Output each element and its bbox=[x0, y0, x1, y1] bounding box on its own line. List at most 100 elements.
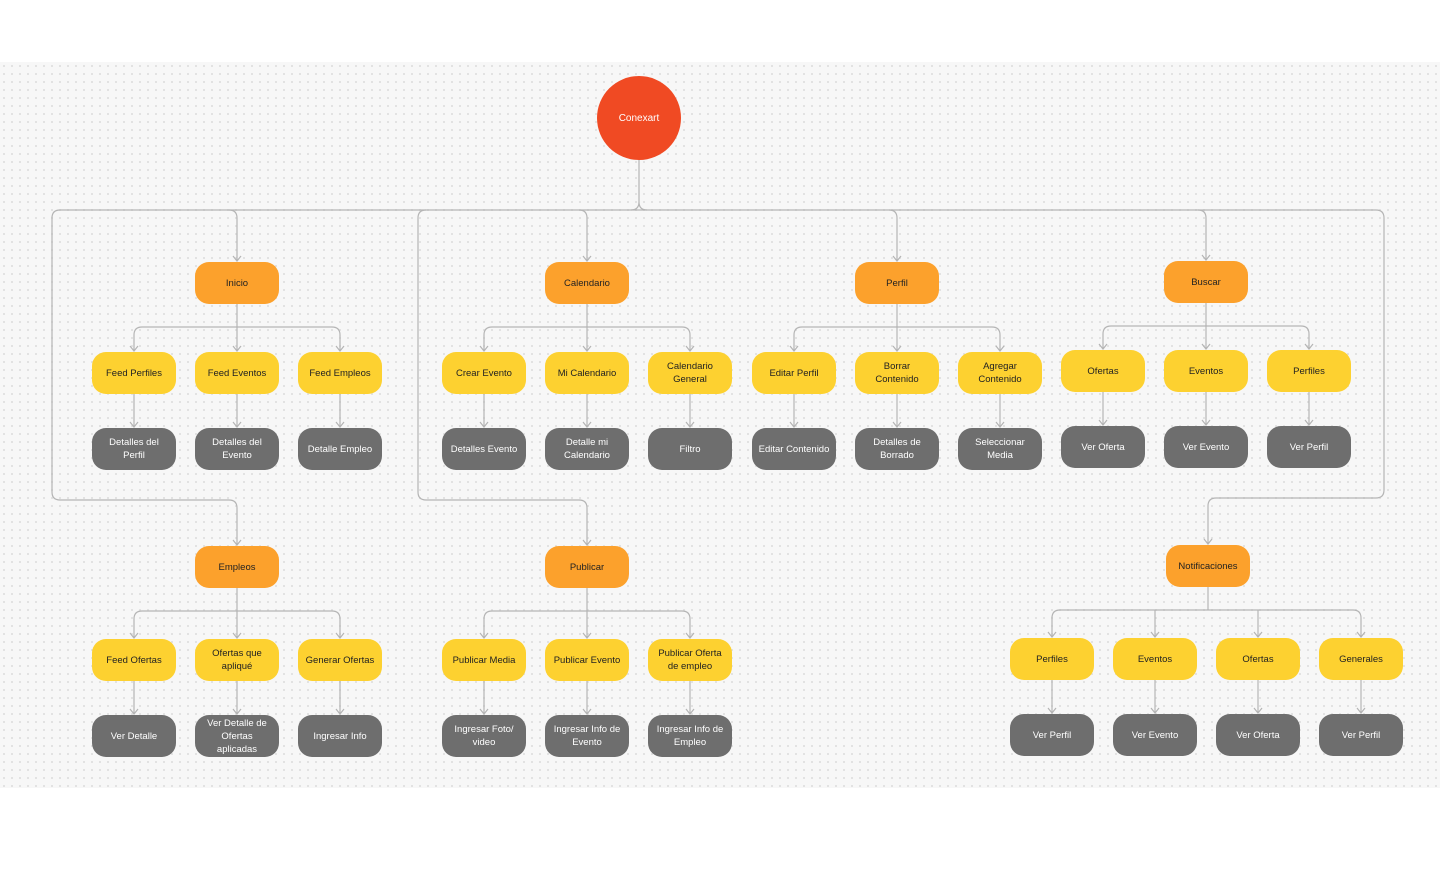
detail-perfil-2: Seleccionar Media bbox=[958, 428, 1042, 470]
arrow-notificaciones-0 bbox=[1047, 631, 1057, 638]
drop-perfil bbox=[888, 209, 898, 261]
arrow-inicio-2 bbox=[335, 345, 345, 352]
section-empleos: Empleos bbox=[195, 546, 279, 588]
arrow-calendario-0 bbox=[479, 345, 489, 352]
detail-perfil-2-label: Seleccionar Media bbox=[975, 437, 1025, 461]
arrow-perfil bbox=[892, 255, 902, 262]
detail-buscar-0-label: Ver Oferta bbox=[1081, 441, 1125, 453]
child-buscar-2: Perfiles bbox=[1267, 350, 1351, 392]
child-perfil-0-label: Editar Perfil bbox=[769, 367, 819, 379]
detail-perfil-1-label: Detalles de Borrado bbox=[873, 437, 921, 461]
drop-calendario bbox=[578, 209, 588, 261]
child-publicar-0: Publicar Media bbox=[442, 639, 526, 681]
arrow-detail-publicar-1 bbox=[582, 708, 592, 715]
child-empleos-0: Feed Ofertas bbox=[92, 639, 176, 681]
arrow-inicio-0 bbox=[129, 345, 139, 352]
child-notificaciones-2-label: Ofertas bbox=[1242, 653, 1274, 665]
detail-empleos-1: Ver Detalle de Ofertas aplicadas bbox=[195, 715, 279, 757]
detail-buscar-1: Ver Evento bbox=[1164, 426, 1248, 468]
root-node-conexart: Conexart bbox=[597, 76, 681, 160]
arrow-detail-perfil-1 bbox=[892, 421, 902, 428]
detail-buscar-0: Ver Oferta bbox=[1061, 426, 1145, 468]
detail-calendario-1-label: Detalle mi Calendario bbox=[564, 437, 610, 461]
child-publicar-0-label: Publicar Media bbox=[452, 654, 516, 666]
child-perfil-2-label: Agregar Contenido bbox=[978, 361, 1022, 385]
arrow-perfil-0 bbox=[789, 345, 799, 352]
child-publicar-1: Publicar Evento bbox=[545, 639, 629, 681]
drop-publicar bbox=[417, 209, 588, 545]
arrow-detail-calendario-1 bbox=[582, 421, 592, 428]
section-perfil-label: Perfil bbox=[886, 277, 908, 289]
child-notificaciones-0-label: Perfiles bbox=[1036, 653, 1068, 665]
arrow-detail-perfil-2 bbox=[995, 421, 1005, 428]
detail-notificaciones-0: Ver Perfil bbox=[1010, 714, 1094, 756]
detail-calendario-0-label: Detalles Evento bbox=[450, 443, 518, 455]
child-publicar-2-label: Publicar Oferta de empleo bbox=[658, 648, 722, 672]
child-inicio-0-label: Feed Perfiles bbox=[106, 367, 162, 379]
detail-notificaciones-1-label: Ver Evento bbox=[1131, 729, 1179, 741]
section-notificaciones: Notificaciones bbox=[1166, 545, 1250, 587]
child-notificaciones-1-label: Eventos bbox=[1137, 653, 1173, 665]
drop-buscar bbox=[1197, 209, 1207, 260]
child-empleos-2-label: Generar Ofertas bbox=[305, 654, 375, 666]
arrow-calendario-2 bbox=[685, 345, 695, 352]
section-publicar-label: Publicar bbox=[569, 561, 605, 573]
drop-inicio bbox=[228, 209, 238, 261]
child-empleos-2: Generar Ofertas bbox=[298, 639, 382, 681]
child-inicio-2-label: Feed Empleos bbox=[309, 367, 371, 379]
detail-perfil-1: Detalles de Borrado bbox=[855, 428, 939, 470]
arrow-notificaciones-1 bbox=[1150, 631, 1160, 638]
child-publicar-2: Publicar Oferta de empleo bbox=[648, 639, 732, 681]
section-inicio-label: Inicio bbox=[225, 277, 249, 289]
detail-publicar-0: Ingresar Foto/ video bbox=[442, 715, 526, 757]
arrow-empleos-1 bbox=[232, 632, 242, 639]
detail-inicio-1-label: Detalles del Evento bbox=[212, 437, 262, 461]
arrow-inicio bbox=[232, 255, 242, 262]
child-calendario-2-label: Calendario General bbox=[667, 361, 713, 385]
arrow-detail-empleos-2 bbox=[335, 708, 345, 715]
child-calendario-2: Calendario General bbox=[648, 352, 732, 394]
arrow-inicio-1 bbox=[232, 345, 242, 352]
arrow-detail-inicio-2 bbox=[335, 421, 345, 428]
arrow-detail-empleos-0 bbox=[129, 708, 139, 715]
child-notificaciones-3: Generales bbox=[1319, 638, 1403, 680]
detail-publicar-1-label: Ingresar Info de Evento bbox=[553, 724, 621, 748]
arrow-publicar bbox=[582, 539, 592, 546]
child-calendario-1: Mi Calendario bbox=[545, 352, 629, 394]
arrow-detail-notificaciones-3 bbox=[1356, 707, 1366, 714]
detail-buscar-2-label: Ver Perfil bbox=[1289, 441, 1329, 453]
arrow-detail-buscar-2 bbox=[1304, 419, 1314, 426]
detail-empleos-0: Ver Detalle bbox=[92, 715, 176, 757]
arrow-buscar-0 bbox=[1098, 343, 1108, 350]
drop-notificaciones bbox=[1207, 209, 1385, 544]
child-inicio-1: Feed Eventos bbox=[195, 352, 279, 394]
child-calendario-0: Crear Evento bbox=[442, 352, 526, 394]
arrow-buscar bbox=[1201, 254, 1211, 261]
child-buscar-2-label: Perfiles bbox=[1293, 365, 1325, 377]
detail-perfil-0: Editar Contenido bbox=[752, 428, 836, 470]
section-calendario-label: Calendario bbox=[564, 277, 610, 289]
detail-notificaciones-3: Ver Perfil bbox=[1319, 714, 1403, 756]
child-inicio-2: Feed Empleos bbox=[298, 352, 382, 394]
child-notificaciones-2: Ofertas bbox=[1216, 638, 1300, 680]
section-inicio: Inicio bbox=[195, 262, 279, 304]
section-perfil: Perfil bbox=[855, 262, 939, 304]
detail-publicar-0-label: Ingresar Foto/ video bbox=[454, 724, 514, 748]
detail-empleos-1-label: Ver Detalle de Ofertas aplicadas bbox=[207, 717, 267, 755]
detail-calendario-2: Filtro bbox=[648, 428, 732, 470]
child-notificaciones-0: Perfiles bbox=[1010, 638, 1094, 680]
arrow-detail-buscar-0 bbox=[1098, 419, 1108, 426]
arrow-perfil-2 bbox=[995, 345, 1005, 352]
arrow-detail-empleos-1 bbox=[232, 708, 242, 715]
detail-calendario-2-label: Filtro bbox=[679, 443, 701, 455]
arrow-detail-publicar-0 bbox=[479, 708, 489, 715]
arrow-empleos-0 bbox=[129, 632, 139, 639]
child-buscar-0-label: Ofertas bbox=[1087, 365, 1119, 377]
arrow-buscar-1 bbox=[1201, 343, 1211, 350]
child-notificaciones-3-label: Generales bbox=[1339, 653, 1383, 665]
arrow-detail-notificaciones-0 bbox=[1047, 707, 1057, 714]
section-empleos-label: Empleos bbox=[218, 561, 256, 573]
child-inicio-1-label: Feed Eventos bbox=[207, 367, 267, 379]
arrow-detail-notificaciones-1 bbox=[1150, 707, 1160, 714]
